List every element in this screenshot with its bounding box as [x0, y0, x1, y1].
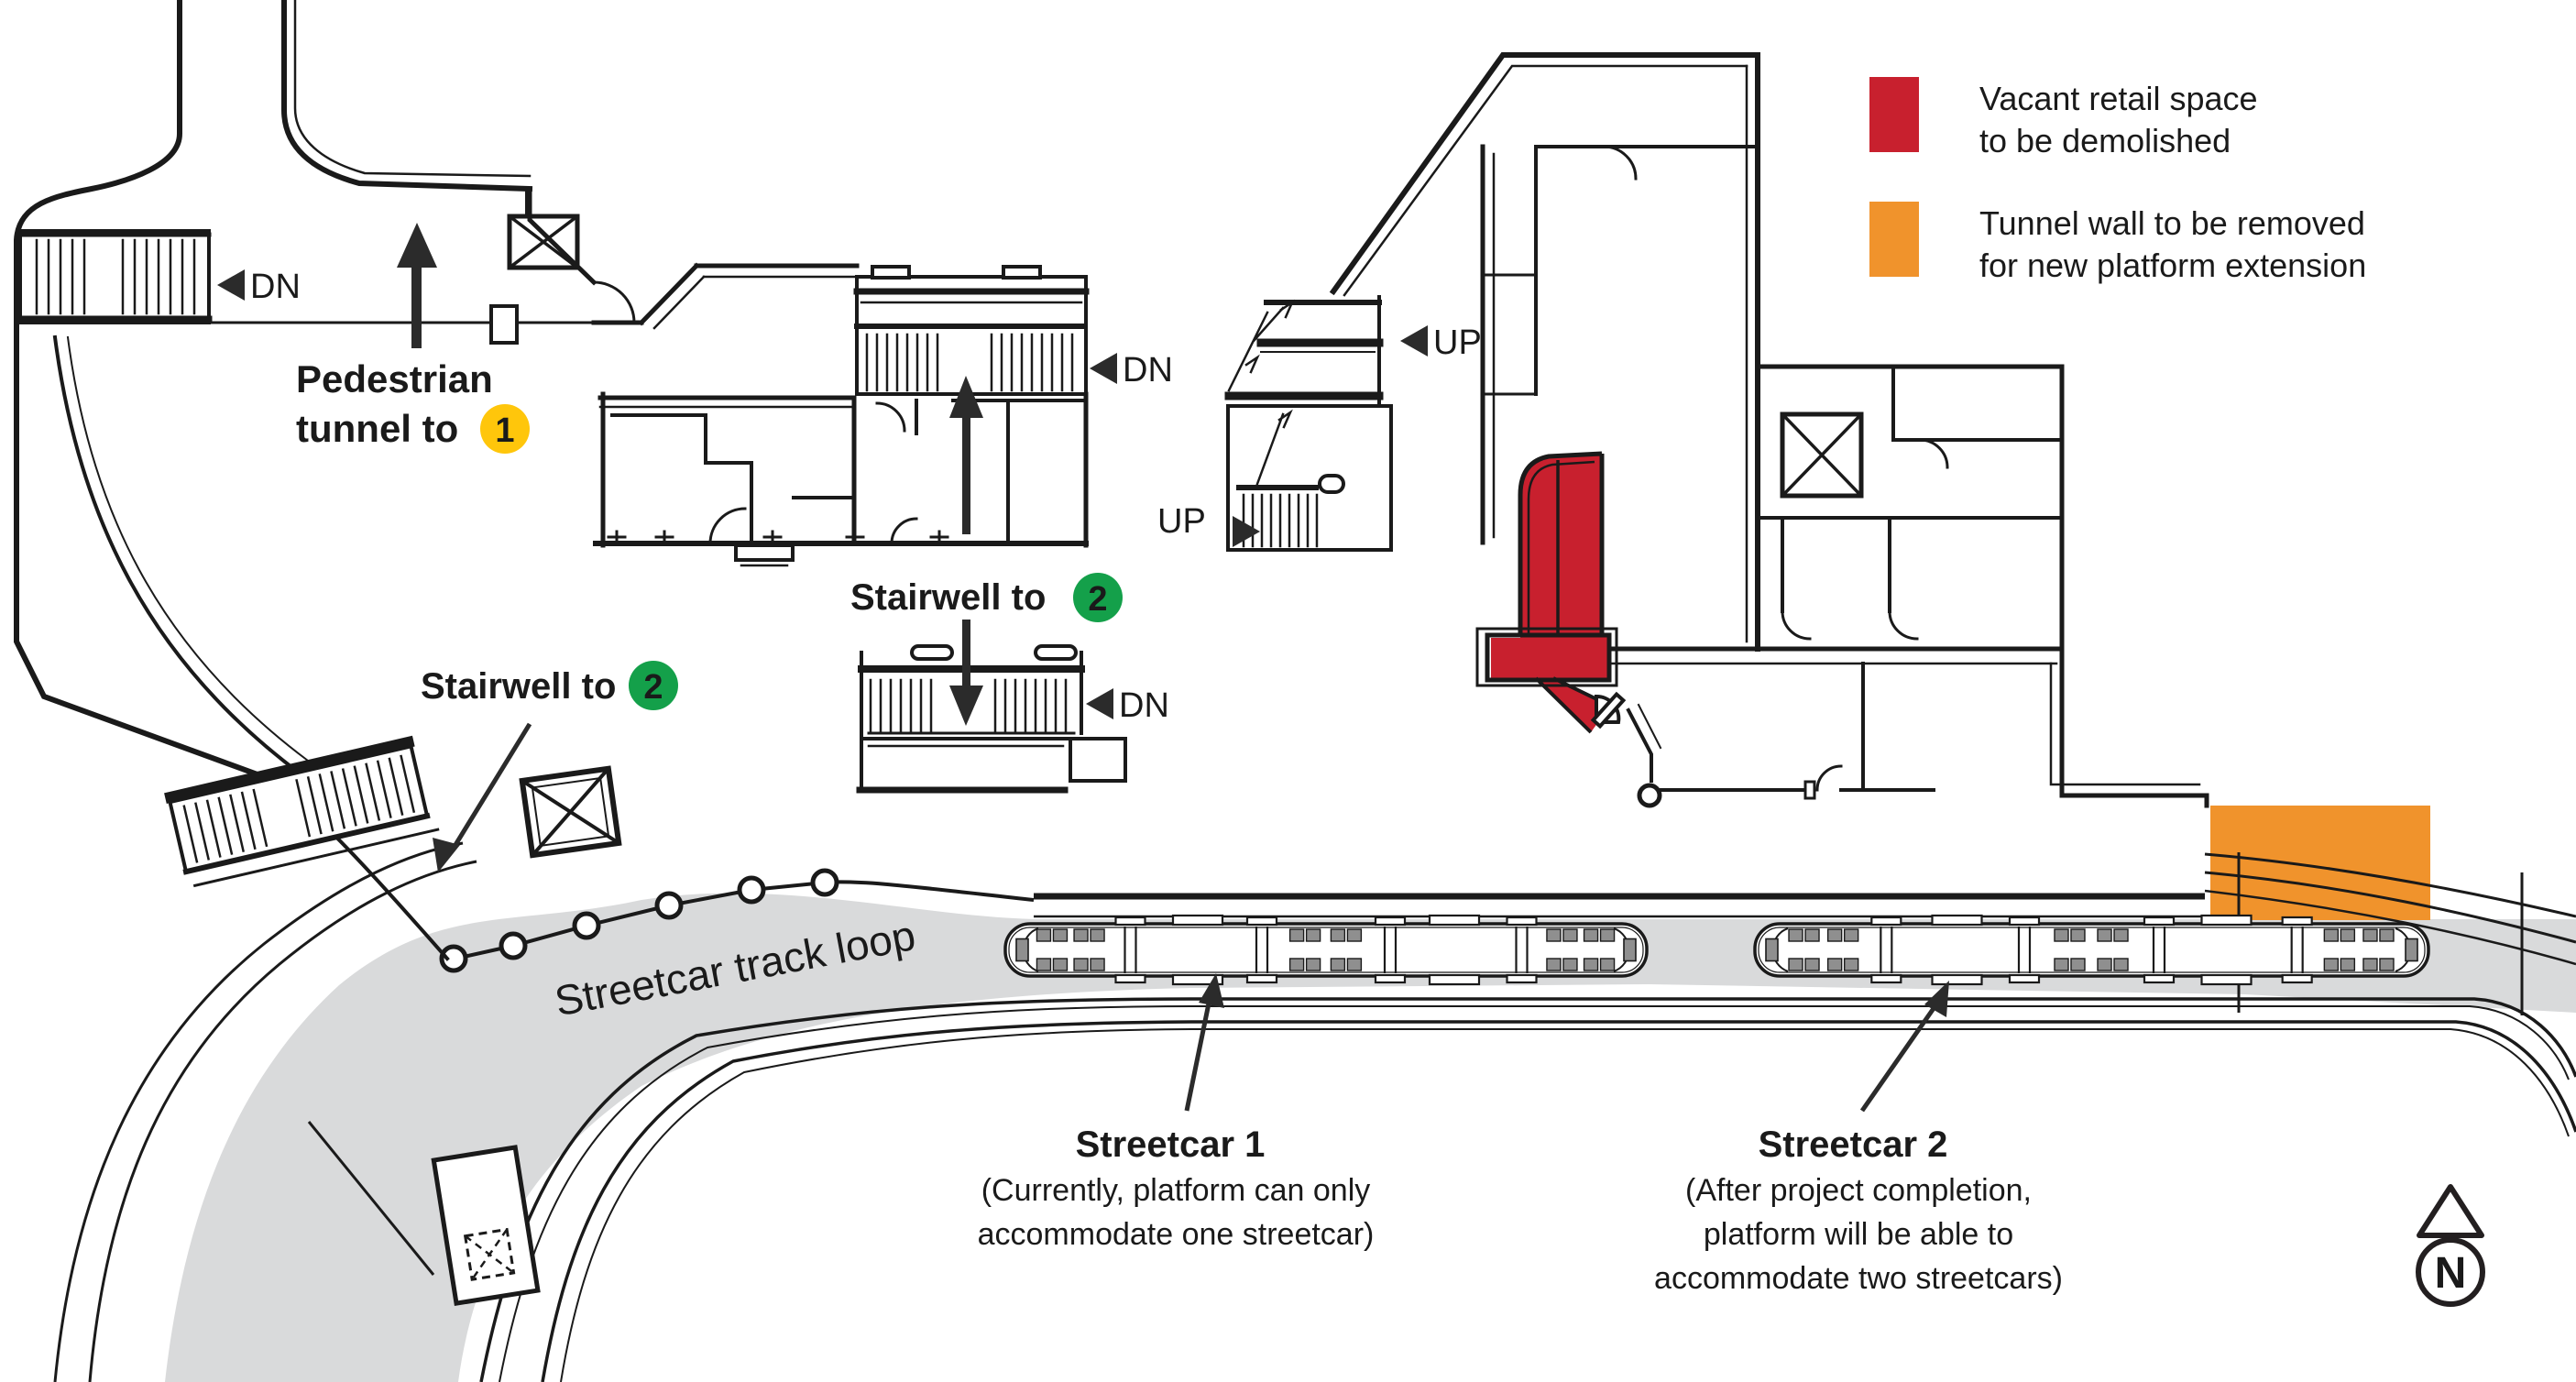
elevator-top: [507, 188, 580, 270]
track-inner-line-1b: [499, 1005, 2570, 1382]
left-arrowhead-icon: [1090, 353, 1117, 384]
alcove-dashed-box: [463, 1227, 516, 1281]
door-arc: [708, 507, 747, 545]
up-marker-escalator: UP: [1400, 324, 1482, 362]
door-arc: [1888, 609, 1919, 641]
svg-text:UP: UP: [1157, 502, 1206, 541]
streetcar1-annotation: Streetcar 1 (Currently, platform can onl…: [978, 973, 1375, 1252]
north-arrow: N: [2416, 1184, 2485, 1307]
left-arrowhead-icon: [217, 269, 245, 301]
track-alcove: [431, 1145, 541, 1306]
stairs-lower-center: [856, 644, 1127, 794]
up-marker-stair-room: UP: [1157, 502, 1260, 547]
door-arc: [1781, 609, 1812, 641]
svg-text:tunnel to: tunnel to: [296, 407, 458, 450]
legend-swatch-vacant-retail: [1869, 77, 1919, 152]
svg-text:accommodate one streetcar): accommodate one streetcar): [978, 1217, 1375, 1252]
legend-swatch-tunnel-wall: [1869, 202, 1919, 277]
direction-markers: DN DN DN UP UP: [217, 268, 1482, 725]
svg-text:Pedestrian: Pedestrian: [296, 357, 493, 400]
track-inner-line-2: [541, 1020, 2576, 1382]
svg-text:for new platform extension: for new platform extension: [1979, 247, 2366, 284]
up-arrow-icon: [397, 223, 437, 348]
track-joint-tick: [307, 1121, 435, 1276]
wall-box: [489, 304, 519, 345]
svg-text:2: 2: [643, 668, 663, 707]
svg-text:DN: DN: [1119, 686, 1169, 725]
track-loop-band: [165, 893, 2576, 1382]
svg-text:N: N: [2435, 1249, 2467, 1298]
door-arc: [1602, 145, 1638, 181]
svg-text:1: 1: [495, 411, 514, 450]
route-2-badge: [1073, 573, 1123, 622]
track-inner-line-2b: [560, 1028, 2570, 1382]
svg-text:to be demolished: to be demolished: [1979, 122, 2231, 159]
svg-text:Stairwell to: Stairwell to: [421, 666, 616, 707]
svg-text:DN: DN: [250, 268, 301, 306]
door-arc: [1815, 764, 1843, 792]
track-outer-line-2: [53, 841, 464, 1382]
stairwell-center-label: Stairwell to 2: [850, 573, 1123, 622]
svg-text:(Currently, platform can only: (Currently, platform can only: [981, 1173, 1371, 1208]
streetcar-track-loop: Streetcar track loop: [53, 841, 2576, 1382]
svg-text:Streetcar 1: Streetcar 1: [1076, 1124, 1266, 1165]
svg-text:Stairwell to: Stairwell to: [850, 577, 1046, 618]
svg-text:DN: DN: [1123, 351, 1173, 389]
svg-text:(After project completion,: (After project completion,: [1685, 1173, 2032, 1208]
svg-text:accommodate two streetcars): accommodate two streetcars): [1654, 1261, 2063, 1296]
door-arc: [890, 517, 918, 545]
streetcar-2: [1753, 914, 2430, 986]
streetcar-1: [1003, 914, 1649, 986]
dn-marker-lower-stairs: DN: [1086, 686, 1169, 725]
corridor-left-wall: [14, 0, 182, 340]
route-2-badge: [629, 661, 678, 710]
door-arc: [1918, 438, 1949, 469]
left-arrowhead-icon: [1086, 688, 1113, 719]
boundary-dots: [439, 868, 839, 973]
stairs-top-left: [18, 229, 213, 324]
corridor-right-wall: [281, 0, 533, 192]
streetcar2-arrow: [1859, 981, 1949, 1113]
svg-text:Tunnel wall to be removed: Tunnel wall to be removed: [1979, 204, 2365, 242]
left-arrowhead-icon: [1400, 325, 1428, 356]
svg-text:2: 2: [1088, 580, 1107, 619]
door-arc: [875, 401, 906, 433]
legend: Vacant retail space to be demolished Tun…: [1869, 77, 2366, 284]
building-walls: [14, 0, 2209, 961]
route-1-badge: [480, 404, 530, 454]
door-arc: [592, 280, 636, 324]
track-outer-line-1: [88, 860, 477, 1382]
streetcar1-arrow: [1184, 973, 1224, 1112]
stairwell-left-label: Stairwell to 2: [421, 661, 678, 872]
stairwell-center-arrows: [949, 376, 983, 726]
svg-text:platform will be able to: platform will be able to: [1704, 1217, 2013, 1252]
escalators: [1224, 295, 1384, 405]
right-arrowhead-icon: [1233, 516, 1260, 547]
elevator-right: [1780, 411, 1864, 499]
streetcar2-annotation: Streetcar 2 (After project completion, p…: [1654, 981, 2063, 1296]
svg-text:Streetcar 2: Streetcar 2: [1759, 1124, 1948, 1165]
svg-text:UP: UP: [1433, 324, 1482, 362]
svg-text:Vacant retail space: Vacant retail space: [1979, 80, 2258, 117]
north-triangle-icon: [2417, 1184, 2484, 1238]
dn-marker-upper-stairs: DN: [1090, 351, 1173, 389]
pedestrian-tunnel-label: Pedestrian tunnel to 1: [296, 223, 530, 454]
stairs-left: [164, 735, 440, 888]
stairs-upper-center: [853, 265, 1090, 396]
lower-corridor: [1626, 662, 1935, 808]
dn-marker-top-left: DN: [217, 268, 301, 306]
vacant-retail-highlight: [1475, 451, 1627, 734]
tunnel-wall-highlight: [2210, 806, 2430, 920]
track-inner-line-1: [479, 997, 2576, 1382]
elevator-left: [519, 765, 622, 859]
stairs-escalator-room: [1226, 404, 1393, 552]
stairwell-left-arrow: [433, 722, 532, 872]
